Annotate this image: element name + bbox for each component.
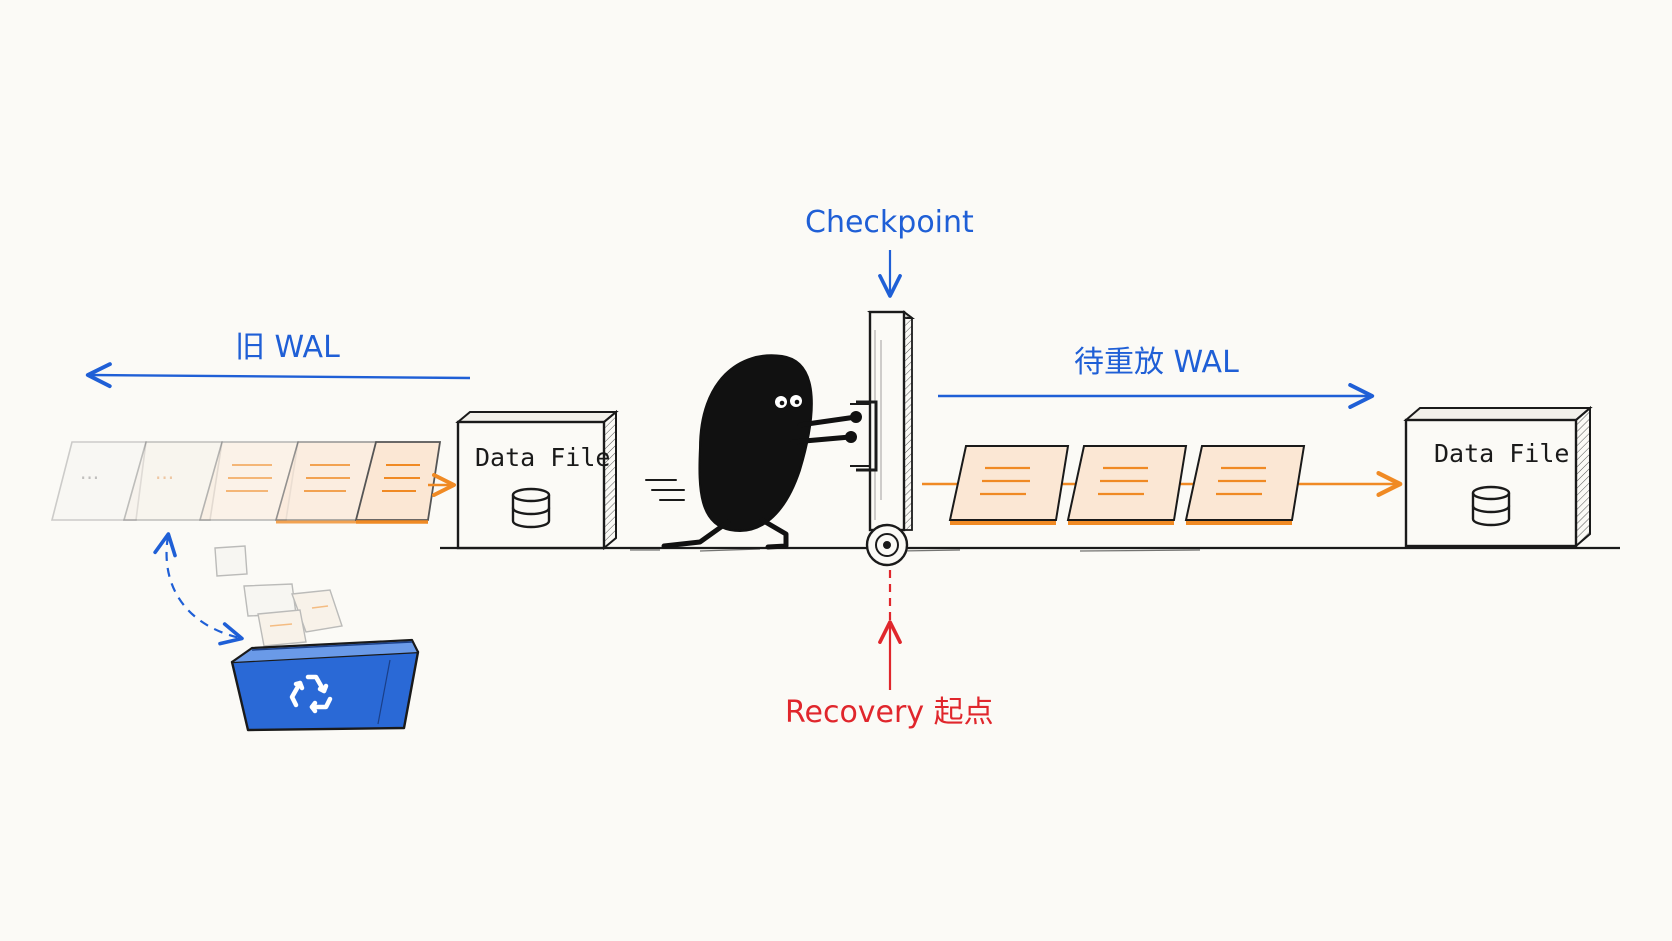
data-file-right-label: Data File bbox=[1434, 439, 1569, 468]
replay-wal-page-3 bbox=[1184, 445, 1306, 525]
old-wal-page-1: ··· bbox=[50, 441, 147, 521]
recycle-icon bbox=[289, 674, 333, 714]
old-wal-page-3 bbox=[198, 441, 299, 521]
ground-line bbox=[440, 546, 1620, 552]
replay-wal-pages bbox=[922, 445, 1403, 525]
replay-wal-page-1 bbox=[948, 445, 1070, 525]
discard-dashed-arrow bbox=[153, 532, 244, 646]
data-file-left: Data File bbox=[455, 409, 619, 551]
old-wal-group: 旧 WAL bbox=[85, 330, 471, 389]
data-file-right: Data File bbox=[1403, 405, 1593, 549]
database-icon bbox=[511, 487, 551, 529]
checkpoint-barrier bbox=[850, 310, 915, 567]
data-file-left-label: Data File bbox=[475, 443, 610, 472]
replay-wal-page-2 bbox=[1066, 445, 1188, 525]
old-wal-label: 旧 WAL bbox=[235, 330, 340, 365]
replay-wal-label: 待重放 WAL bbox=[1074, 345, 1239, 380]
database-icon bbox=[1471, 485, 1511, 527]
checkpoint-label: Checkpoint bbox=[805, 205, 974, 240]
page-dots: ··· bbox=[80, 466, 99, 490]
old-wal-arrow bbox=[85, 362, 471, 389]
recovery-start-label: Recovery 起点 bbox=[785, 695, 994, 730]
recycle-bin-icon bbox=[230, 638, 420, 732]
page-dots: ··· bbox=[155, 466, 174, 490]
old-wal-page-5 bbox=[354, 441, 442, 524]
character-figure bbox=[661, 354, 862, 550]
motion-lines bbox=[645, 479, 685, 501]
old-wal-pages: ··· ··· bbox=[50, 441, 456, 524]
discarded-pages bbox=[214, 545, 343, 647]
